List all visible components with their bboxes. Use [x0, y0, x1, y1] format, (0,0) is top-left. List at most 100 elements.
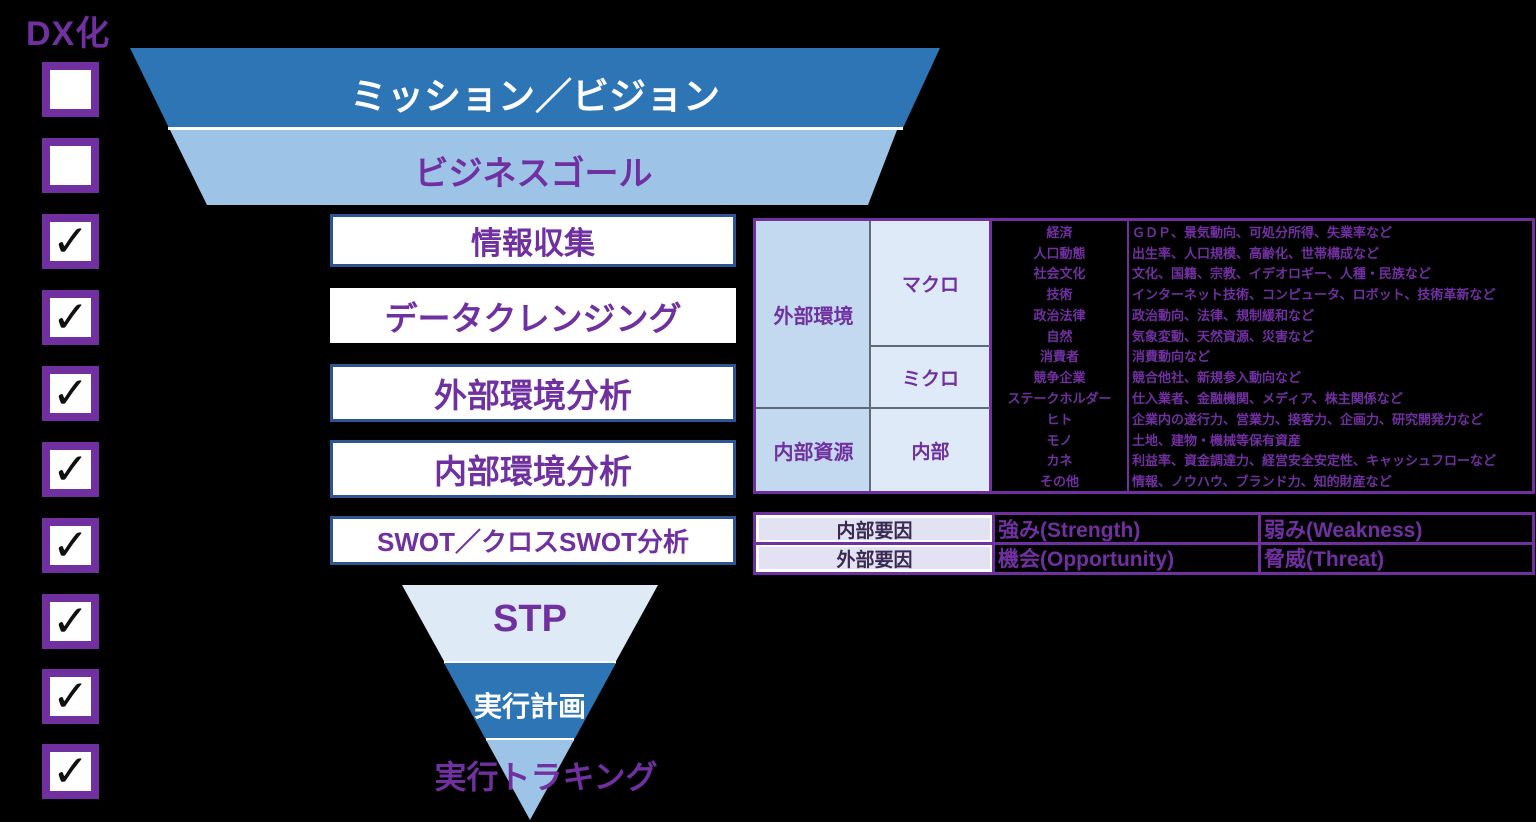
checkmark-icon: ✓ — [52, 747, 89, 796]
internal-factor-header: 内部要因 — [756, 515, 993, 543]
category-competitors: 競争企業 — [1033, 370, 1086, 386]
internal-resource-cell: 内部資源 — [756, 409, 871, 491]
desc-economy: ＧＤＰ、景気動向、可処分所得、失業率など — [1132, 224, 1393, 240]
category-assets: モノ — [1046, 432, 1073, 448]
step-internal-env-analysis: 内部環境分析 — [330, 440, 736, 498]
step-label: 外部環境分析 — [434, 377, 632, 414]
checkmark-icon: ✓ — [52, 369, 89, 418]
external-factor-label: 外部要因 — [836, 549, 913, 571]
swot-table: 内部要因 外部要因 強み(Strength) 弱み(Weakness) 機会(O… — [753, 512, 1535, 575]
table-divider — [869, 221, 871, 491]
checkmark-icon: ✓ — [52, 293, 89, 342]
exec-plan-label: 実行計画 — [473, 691, 586, 722]
threat-label: 脅威(Threat) — [1264, 548, 1385, 571]
checkmark-icon: ✓ — [52, 672, 89, 721]
threat-cell: 脅威(Threat) — [1262, 544, 1530, 572]
strength-label: 強み(Strength) — [998, 519, 1141, 542]
funnel-band-goal: ビジネスゴール — [170, 130, 897, 205]
checkbox-internal-analysis[interactable]: ✓ — [42, 442, 99, 497]
table-divider — [1258, 515, 1261, 572]
funnel-divider — [168, 127, 903, 130]
desc-technology: インターネット技術、コンピュータ、ロボット、技術革新など — [1132, 287, 1496, 303]
desc-money: 利益率、資金調達力、経営安全安定性、キャッシュフローなど — [1132, 453, 1497, 469]
table-divider — [756, 407, 990, 409]
checkbox-business-goal[interactable] — [42, 138, 99, 193]
external-factor-header: 外部要因 — [756, 544, 993, 572]
category-economy: 経済 — [1046, 224, 1073, 240]
macro-cell: マクロ — [871, 221, 990, 345]
checkbox-stp[interactable]: ✓ — [42, 594, 99, 649]
table-divider — [871, 345, 990, 347]
internal-factor-label: 内部要因 — [836, 520, 913, 542]
desc-other: 情報、ノウハウ、ブランド力、知的財産など — [1132, 474, 1392, 490]
description-column: ＧＤＰ、景気動向、可処分所得、失業率など 出生率、人口規模、高齢化、世帯構成など… — [1132, 221, 1532, 491]
micro-cell: ミクロ — [871, 347, 990, 407]
desc-stakeholders: 仕入業者、金融機関、メディア、株主関係など — [1132, 391, 1403, 406]
checkbox-external-analysis[interactable]: ✓ — [42, 366, 99, 421]
funnel-section-stp — [402, 585, 658, 663]
stp-label: STP — [493, 598, 567, 640]
checkbox-data-cleansing[interactable]: ✓ — [42, 290, 99, 345]
step-label: 情報収集 — [471, 226, 595, 261]
category-consumers: 消費者 — [1039, 349, 1079, 365]
funnel-divider — [444, 661, 616, 664]
weakness-label: 弱み(Weakness) — [1264, 519, 1423, 542]
category-people: ヒト — [1046, 411, 1073, 427]
checkbox-info-gathering[interactable]: ✓ — [42, 214, 99, 269]
table-divider — [756, 542, 1532, 545]
environment-table: 外部環境 内部資源 マクロ ミクロ 内部 経済 人口動態 社会文化 技術 政治法… — [753, 218, 1535, 494]
category-technology: 技術 — [1046, 287, 1073, 303]
desc-socioculture: 文化、国籍、宗教、イデオロギー、人種・民族など — [1132, 266, 1431, 282]
opportunity-cell: 機会(Opportunity) — [996, 544, 1258, 572]
opportunity-label: 機会(Opportunity) — [998, 548, 1175, 571]
external-env-cell: 外部環境 — [756, 221, 871, 407]
desc-assets: 土地、建物・機械等保有資産 — [1132, 432, 1302, 448]
micro-label: ミクロ — [901, 368, 959, 390]
funnel-divider — [486, 738, 574, 741]
page-title: DX化 — [26, 15, 111, 53]
checkbox-mission[interactable] — [42, 62, 99, 117]
weakness-cell: 弱み(Weakness) — [1262, 515, 1530, 543]
checkbox-exec-plan[interactable]: ✓ — [42, 669, 99, 724]
external-env-label: 外部環境 — [773, 305, 854, 328]
desc-consumers: 消費動向など — [1132, 349, 1211, 365]
category-nature: 自然 — [1046, 328, 1073, 344]
strength-cell: 強み(Strength) — [996, 515, 1258, 543]
step-info-gathering: 情報収集 — [330, 214, 736, 267]
step-external-env-analysis: 外部環境分析 — [330, 364, 736, 422]
checkmark-icon: ✓ — [52, 217, 89, 266]
category-stakeholders: ステークホルダー — [1007, 391, 1112, 406]
desc-competitors: 競合他社、新規参入動向など — [1132, 370, 1302, 386]
checkbox-exec-tracking[interactable]: ✓ — [42, 744, 99, 799]
category-demographics: 人口動態 — [1033, 245, 1086, 261]
business-goal-label: ビジネスゴール — [414, 155, 653, 193]
category-money: カネ — [1046, 453, 1073, 469]
internal-cell: 内部 — [871, 409, 990, 491]
checkbox-swot[interactable]: ✓ — [42, 518, 99, 573]
desc-people: 企業内の遂行力、営業力、接客力、企画力、研究開発力など — [1132, 411, 1484, 427]
desc-politics-law: 政治動向、法律、規制緩和など — [1132, 307, 1315, 323]
category-socioculture: 社会文化 — [1033, 266, 1086, 282]
macro-label: マクロ — [901, 274, 959, 296]
mission-vision-label: ミッション／ビジョン — [350, 76, 720, 117]
table-divider — [1127, 221, 1129, 491]
table-divider — [989, 221, 992, 491]
table-divider — [992, 515, 995, 572]
checkmark-icon: ✓ — [52, 521, 89, 570]
category-other: その他 — [1039, 474, 1079, 490]
step-label: 内部環境分析 — [434, 453, 632, 490]
category-politics-law: 政治法律 — [1033, 307, 1086, 323]
checkmark-icon: ✓ — [52, 597, 89, 646]
desc-demographics: 出生率、人口規模、高齢化、世帯構成など — [1132, 245, 1380, 261]
exec-tracking-label: 実行トラキング — [434, 759, 658, 795]
funnel-band-mission: ミッション／ビジョン — [130, 48, 940, 128]
internal-resource-label: 内部資源 — [773, 441, 854, 464]
step-label: データクレンジング — [384, 299, 682, 337]
category-column: 経済 人口動態 社会文化 技術 政治法律 自然 消費者 競争企業 ステークホルダ… — [992, 221, 1127, 491]
step-data-cleansing: データクレンジング — [330, 288, 736, 343]
checkmark-icon: ✓ — [52, 445, 89, 494]
step-label: SWOT／クロスSWOT分析 — [377, 527, 689, 557]
internal-label: 内部 — [911, 441, 950, 463]
step-swot-analysis: SWOT／クロスSWOT分析 — [330, 516, 736, 565]
